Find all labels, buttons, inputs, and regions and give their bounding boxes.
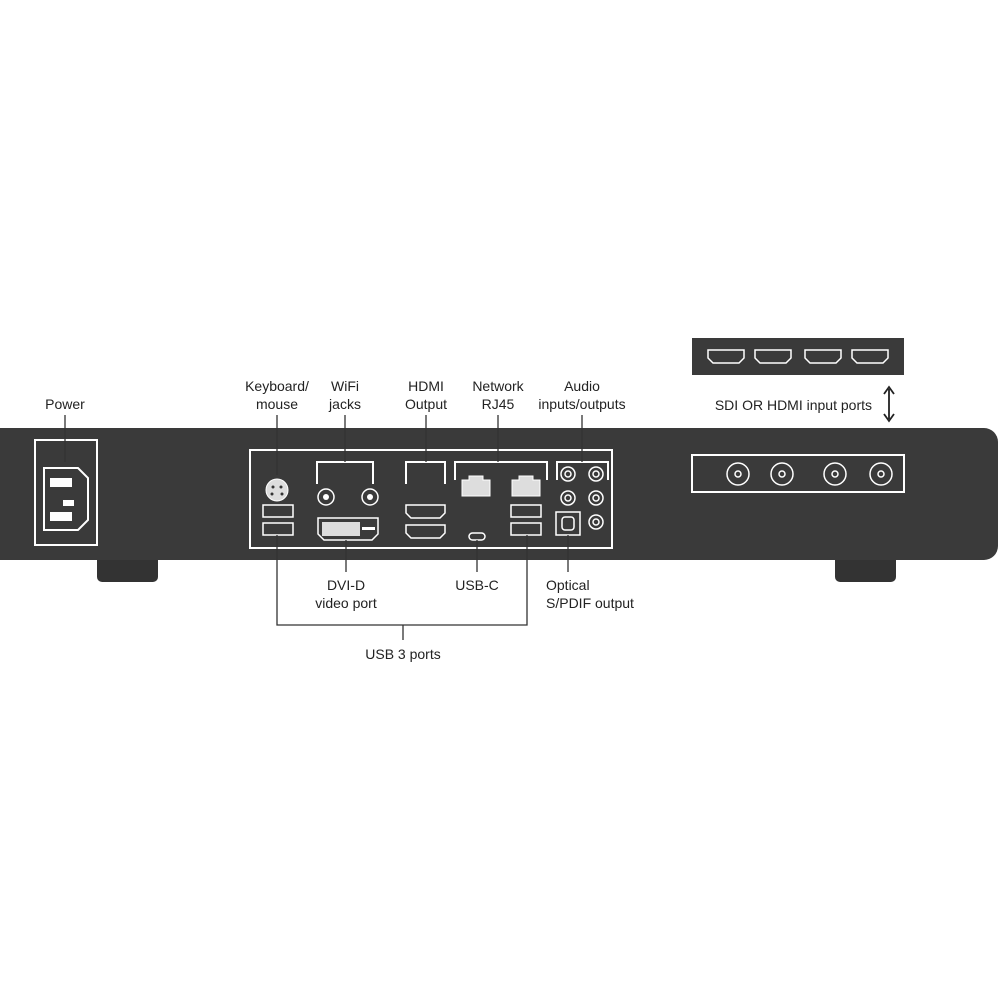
double-arrow-icon bbox=[883, 385, 895, 423]
network-bracket bbox=[454, 461, 548, 480]
bnc-sdi-ports bbox=[726, 462, 893, 486]
keyboard-label-1: Keyboard/ bbox=[245, 378, 309, 394]
optical-label-1: Optical bbox=[546, 577, 590, 593]
usb-a-port bbox=[262, 522, 294, 536]
rj45-port bbox=[511, 475, 541, 497]
usb3-label: USB 3 ports bbox=[365, 646, 440, 662]
hdmi-label-1: HDMI bbox=[408, 378, 444, 394]
wifi-antenna-jack bbox=[361, 488, 379, 506]
usb-a-port bbox=[510, 504, 542, 518]
hdmi-label-2: Output bbox=[405, 396, 447, 412]
sdi-panel bbox=[691, 454, 905, 493]
wifi-label-2: jacks bbox=[328, 396, 361, 412]
power-inlet bbox=[34, 439, 98, 546]
sdi-hdmi-label: SDI OR HDMI input ports bbox=[715, 397, 872, 413]
ps2-port bbox=[265, 478, 289, 502]
chassis bbox=[0, 428, 998, 560]
hdmi-output-port bbox=[405, 524, 446, 539]
keyboard-label-2: mouse bbox=[256, 396, 298, 412]
hdmi-input-ports bbox=[707, 349, 889, 364]
usb-a-port bbox=[510, 522, 542, 536]
dvi-label-2: video port bbox=[315, 595, 377, 611]
usb-c-port bbox=[468, 532, 486, 541]
optical-label-2: S/PDIF output bbox=[546, 595, 634, 611]
audio-jacks bbox=[560, 466, 604, 530]
dvi-label-1: DVI-D bbox=[327, 577, 365, 593]
wifi-antenna-jack bbox=[317, 488, 335, 506]
io-panel bbox=[249, 449, 613, 549]
usb-a-port bbox=[262, 504, 294, 518]
usb3-bracket bbox=[276, 535, 528, 626]
rj45-port bbox=[461, 475, 491, 497]
wifi-label-1: WiFi bbox=[331, 378, 359, 394]
audio-label-1: Audio bbox=[564, 378, 600, 394]
optical-spdif-port bbox=[555, 511, 581, 536]
hdmi-output-port bbox=[405, 504, 446, 519]
dvi-port bbox=[317, 517, 379, 541]
power-label: Power bbox=[45, 396, 85, 412]
network-label-1: Network bbox=[472, 378, 524, 394]
network-label-2: RJ45 bbox=[482, 396, 515, 412]
usbc-label: USB-C bbox=[455, 577, 499, 593]
audio-label-2: inputs/outputs bbox=[538, 396, 625, 412]
